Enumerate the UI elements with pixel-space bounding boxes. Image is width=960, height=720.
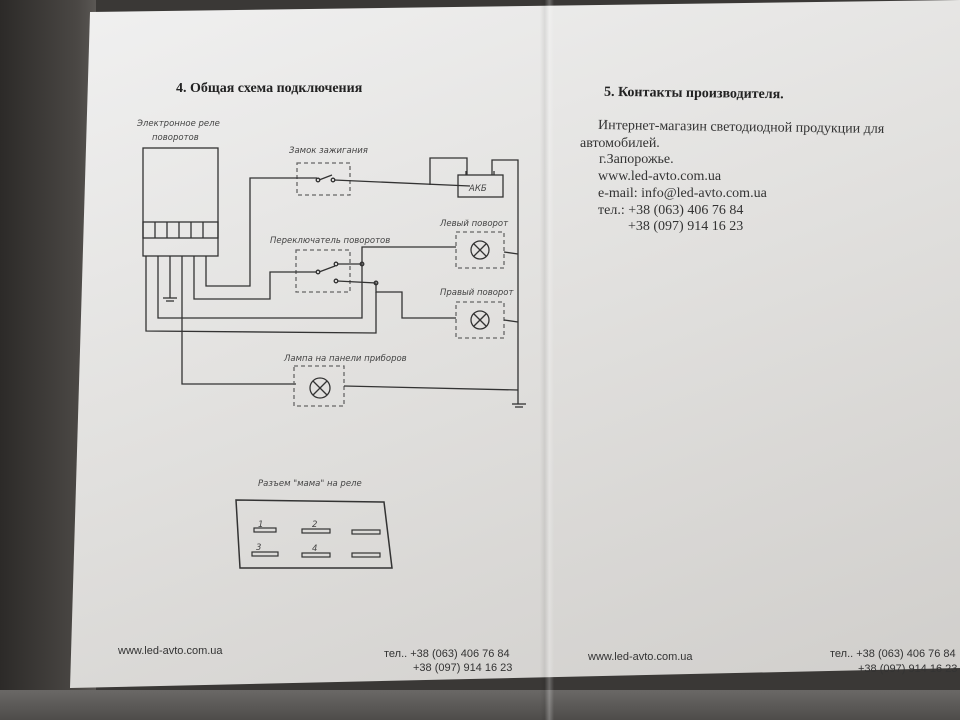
left-turn-label: Левый поворот bbox=[439, 219, 509, 229]
footer-left-phone2: +38 (097) 914 16 23 bbox=[413, 662, 513, 674]
footer-right-phone1: тел.. +38 (063) 406 76 84 bbox=[830, 648, 956, 660]
background-bottom bbox=[0, 690, 960, 720]
panel-lamp-label: Лампа на панели приборов bbox=[283, 354, 407, 364]
footer-left-website: www.led-avto.com.ua bbox=[118, 645, 223, 657]
battery-box bbox=[457, 174, 504, 198]
right-turn-label: Правый поворот bbox=[440, 288, 515, 298]
connector-label: Разъем "мама" на реле bbox=[258, 479, 362, 489]
footer-left-phone1: тел.. +38 (063) 406 76 84 bbox=[384, 648, 510, 660]
ignition-label: Замок зажигания bbox=[289, 146, 368, 156]
section5-line2: автомобилей. bbox=[580, 136, 660, 151]
section5-phone1: тел.: +38 (063) 406 76 84 bbox=[598, 203, 744, 218]
ignition-switch-box bbox=[296, 162, 351, 196]
paper-fold bbox=[540, 0, 554, 720]
section4-heading: 4. Общая схема подключения bbox=[176, 81, 363, 96]
pin-4-label: 4 bbox=[312, 544, 317, 554]
left-turn-lamp-box bbox=[455, 231, 505, 269]
relay-label-line1: Электронное реле bbox=[136, 119, 220, 129]
battery-label: АКБ bbox=[468, 184, 487, 194]
switch-label: Переключатель поворотов bbox=[270, 236, 390, 246]
pin-3-label: 3 bbox=[256, 543, 261, 553]
footer-right-website: www.led-avto.com.ua bbox=[588, 651, 693, 663]
relay-body bbox=[142, 147, 219, 257]
connector-outline bbox=[235, 499, 393, 569]
section5-website[interactable]: www.led-avto.com.ua bbox=[598, 169, 722, 184]
section5-email[interactable]: e-mail: info@led-avto.com.ua bbox=[598, 186, 767, 201]
turn-switch-box bbox=[295, 249, 351, 293]
section5-heading: 5. Контакты производителя. bbox=[603, 84, 784, 103]
section5-city: г.Запорожье. bbox=[599, 152, 674, 167]
relay-terminal-block bbox=[142, 221, 219, 239]
relay-label-line2: поворотов bbox=[152, 133, 199, 143]
section5-phone2: +38 (097) 914 16 23 bbox=[628, 219, 744, 234]
panel-lamp-box bbox=[293, 365, 345, 407]
pin-2-label: 2 bbox=[312, 520, 317, 530]
pin-1-label: 1 bbox=[258, 520, 263, 530]
footer-right-phone2: +38 (097) 914 16 23 bbox=[858, 663, 958, 675]
